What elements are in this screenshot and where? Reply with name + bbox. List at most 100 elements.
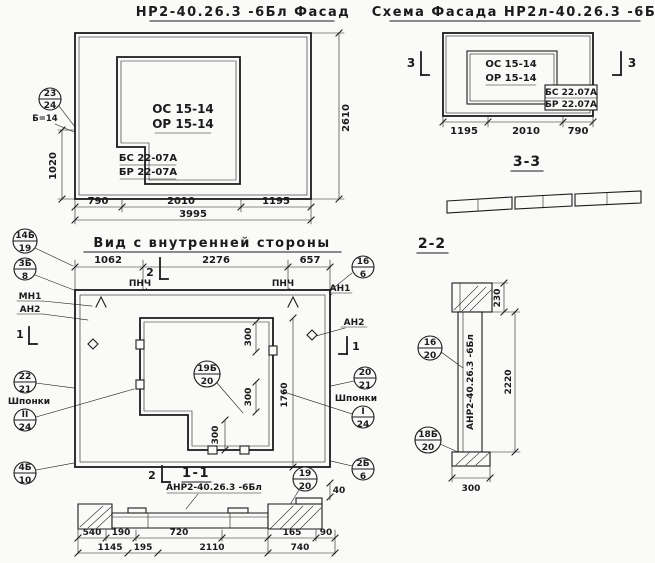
svg-text:20: 20 (424, 351, 437, 361)
inner-dim-40: 40 (326, 479, 346, 501)
inner-view: Вид с внутренней стороны 1062 2276 657 2… (8, 228, 377, 509)
svg-text:19: 19 (299, 469, 312, 479)
svg-text:24: 24 (44, 101, 57, 111)
svg-text:165: 165 (283, 528, 302, 538)
svg-text:16: 16 (357, 257, 370, 267)
schema-cut-mark-left: 3 (407, 51, 430, 76)
shponki-label-right: Шпонки (335, 394, 377, 404)
svg-text:300: 300 (244, 388, 254, 407)
inner-dim-1760: 1760 (280, 314, 297, 471)
svg-text:3: 3 (407, 56, 415, 70)
section-1-1-label: АНР2-40.26.3 -6Бл (166, 483, 262, 493)
svg-text:19Б: 19Б (197, 364, 217, 374)
svg-text:21: 21 (19, 385, 32, 395)
balloon-s22-16-20: 16 20 (417, 335, 464, 369)
section-3-3-strip (446, 196, 513, 214)
facade-dim-bottom: 790 2010 1195 3995 (71, 196, 315, 225)
svg-text:540: 540 (83, 528, 102, 538)
section-1-1-dims-row1: 540 190 720 165 90 (74, 528, 339, 555)
balloon-s22-18b-20: 18Б 20 (414, 426, 459, 454)
balloon-22-21: 22 21 (13, 370, 75, 395)
svg-text:300: 300 (462, 484, 481, 494)
facade-title: НР2-40.26.3 -6Бл Фасад (136, 5, 351, 20)
svg-text:230: 230 (493, 289, 503, 308)
svg-text:300: 300 (211, 426, 221, 445)
section-2-2-title: 2-2 (418, 236, 446, 252)
balloon-14b-19: 14Б 19 (12, 228, 74, 267)
svg-text:2010: 2010 (512, 126, 540, 137)
svg-text:21: 21 (359, 381, 372, 391)
svg-text:8: 8 (22, 272, 28, 282)
section-2-2: 2-2 АНР2-40.26.3 -6Бл 230 (414, 236, 521, 494)
schema-opening-label-1: ОС 15-14 (485, 59, 536, 70)
svg-text:24: 24 (19, 423, 32, 433)
section-2-2-dim-300: 300 (448, 465, 494, 494)
svg-text:1760: 1760 (280, 382, 290, 407)
svg-text:20: 20 (422, 443, 435, 453)
inner-dim-300-2: 300 (244, 378, 260, 416)
facade-note: Б=14 (32, 114, 58, 124)
inner-cut1-left: 1 (16, 326, 38, 345)
svg-text:3Б: 3Б (18, 259, 31, 269)
svg-text:6: 6 (360, 270, 366, 280)
inner-dim-top: 1062 2276 657 (71, 255, 334, 291)
svg-text:2220: 2220 (504, 369, 514, 394)
svg-text:90: 90 (320, 528, 333, 538)
svg-text:2110: 2110 (199, 543, 224, 553)
an1-label: АН1 (330, 284, 351, 294)
svg-text:2: 2 (146, 266, 154, 279)
schema-view: Схема Фасада НР2л-40.26.3 -6Б ОС 15-14 О… (372, 5, 655, 137)
facade-opening-label-2: ОР 15-14 (152, 117, 214, 131)
inner-dim-300-3: 300 (211, 416, 229, 454)
schema-corner-box (544, 84, 598, 111)
svg-text:40: 40 (333, 486, 346, 496)
edge-anchor-right (306, 329, 318, 341)
balloon-3b-8: 3Б 8 (13, 257, 75, 291)
svg-text:4Б: 4Б (18, 463, 31, 473)
svg-text:6: 6 (360, 472, 366, 482)
svg-text:24: 24 (357, 420, 370, 430)
svg-text:190: 190 (112, 528, 131, 538)
section-1-1-title: 1-1 (182, 466, 210, 481)
svg-text:2010: 2010 (167, 196, 195, 207)
balloon-16-6: 16 6 (330, 255, 375, 291)
an2-label-right: АН2 (344, 318, 365, 328)
svg-text:14Б: 14Б (15, 231, 35, 241)
schema-title: Схема Фасада НР2л-40.26.3 -6Б (372, 5, 655, 20)
section-2-2-panel-label: АНР2-40.26.3 -6Бл (466, 334, 476, 430)
anchor-mark-right (287, 295, 299, 308)
svg-text:1: 1 (16, 328, 24, 341)
balloon-2b-6: 2Б 6 (330, 457, 375, 482)
section-3-3-title: 3-3 (513, 154, 541, 170)
svg-text:20: 20 (359, 368, 372, 378)
svg-text:20: 20 (299, 482, 312, 492)
svg-text:1: 1 (352, 340, 360, 353)
svg-text:II: II (22, 410, 29, 420)
svg-text:2276: 2276 (202, 255, 230, 266)
svg-text:16: 16 (424, 338, 437, 348)
svg-text:18Б: 18Б (418, 430, 438, 440)
edge-anchor-left (87, 338, 99, 350)
inner-cut2-bottom: 2 (148, 465, 171, 483)
anchor-mark-left (95, 295, 107, 308)
svg-text:790: 790 (88, 196, 109, 207)
svg-text:740: 740 (291, 543, 310, 553)
facade-corner-label-2: БР 22-07А (119, 167, 177, 178)
inner-cut2-top: 2 (146, 257, 169, 280)
schema-opening-label-2: ОР 15-14 (485, 73, 536, 84)
svg-text:720: 720 (170, 528, 189, 538)
section-1-1: 1-1 АНР2-40.26.3 -6Бл (74, 466, 339, 557)
svg-text:I: I (361, 407, 364, 417)
facade-corner-label-1: БС 22-07А (119, 153, 177, 164)
svg-text:790: 790 (568, 126, 589, 137)
balloon-i-24: I 24 (280, 390, 375, 430)
svg-text:1062: 1062 (94, 255, 122, 266)
svg-text:2: 2 (148, 469, 156, 482)
inner-title: Вид с внутренней стороны (93, 236, 330, 251)
svg-text:1020: 1020 (48, 152, 59, 180)
shear-keys (135, 339, 278, 455)
svg-text:1195: 1195 (450, 126, 478, 137)
facade-opening-outline (116, 56, 241, 185)
